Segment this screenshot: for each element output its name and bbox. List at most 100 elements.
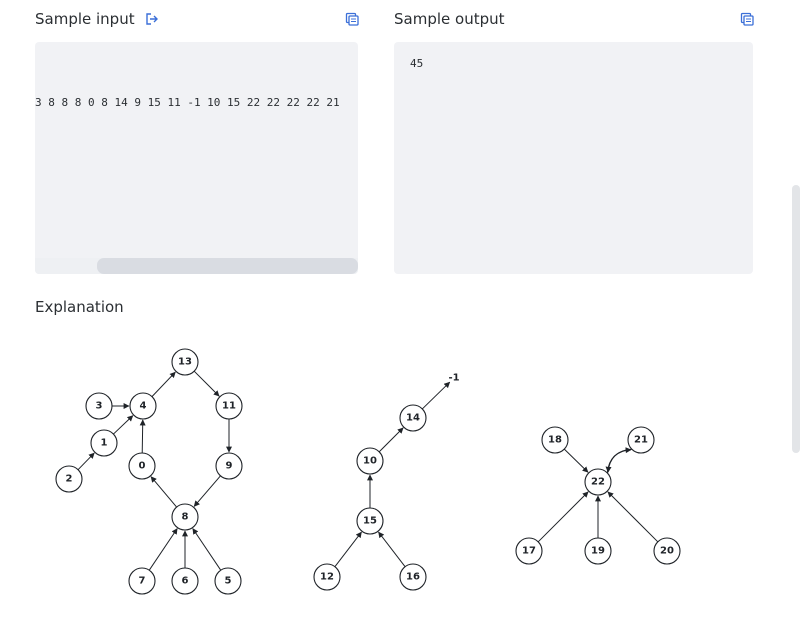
- sample-output-box[interactable]: 45: [394, 42, 753, 274]
- graph-node-17: 17: [515, 537, 543, 565]
- graph-node-label-17: 17: [522, 546, 536, 557]
- graph-node-circle-19: [584, 537, 612, 565]
- page-scrollbar[interactable]: [792, 185, 800, 453]
- graph-node-0: 0: [128, 452, 156, 480]
- graph-node-10: 10: [356, 447, 384, 475]
- graph-node-circle-5: [214, 567, 242, 595]
- graph-node-circle-7: [128, 567, 156, 595]
- edge-0-to-4: [139, 419, 146, 454]
- graph-node-circle-12: [313, 563, 341, 591]
- graph-node-label-16: 16: [406, 572, 420, 583]
- graph-node-circle-1: [90, 429, 118, 457]
- graph-node-circle-0: [128, 452, 156, 480]
- graph-node-circle-3: [85, 392, 113, 420]
- edge-2-to-1: [77, 452, 95, 471]
- graph-node-label-13: 13: [178, 357, 192, 368]
- scrollbar-thumb[interactable]: [97, 258, 358, 274]
- edge-7-to-8: [148, 528, 178, 571]
- edge-18-to-22: [563, 448, 589, 473]
- graph-node-circle-2: [55, 465, 83, 493]
- sample-output-title: Sample output: [394, 10, 505, 28]
- graph-node-8: 8: [171, 503, 199, 531]
- edge-5-to-8: [192, 528, 222, 571]
- sample-output-content: 45: [410, 57, 424, 70]
- graph-node-6: 6: [171, 567, 199, 595]
- explanation-title: Explanation: [35, 298, 124, 316]
- graph-node-13: 13: [171, 348, 199, 376]
- graph-node-circle-21: [627, 426, 655, 454]
- graph-node-2: 2: [55, 465, 83, 493]
- graph-node-4: 4: [129, 392, 157, 420]
- graph-node-label-3: 3: [96, 401, 103, 412]
- graph-node-circle-16: [399, 563, 427, 591]
- graph-node-19: 19: [584, 537, 612, 565]
- graph-node-label-21: 21: [634, 435, 648, 446]
- edge-4-to-13: [151, 371, 176, 397]
- horizontal-scrollbar[interactable]: [35, 258, 358, 274]
- graph-node-14: 14: [399, 404, 427, 432]
- graph-node-label-4: 4: [140, 401, 147, 412]
- edge-1-to-4: [113, 415, 134, 435]
- graph-node-label-15: 15: [363, 516, 377, 527]
- graph-node-21: 21: [627, 426, 655, 454]
- edge-21-to-22: [605, 448, 632, 473]
- edge-14-to--1: [421, 381, 451, 410]
- graph-node-18: 18: [541, 426, 569, 454]
- graph-node-circle-10: [356, 447, 384, 475]
- sample-input-title-text: Sample input: [35, 10, 135, 28]
- graph-node-circle-11: [215, 392, 243, 420]
- graph-node-label-10: 10: [363, 456, 377, 467]
- graph-node-label-8: 8: [182, 512, 189, 523]
- graph-node-label-9: 9: [226, 461, 233, 472]
- graph-label-minus-one: -1: [448, 373, 459, 384]
- copy-icon[interactable]: [345, 12, 359, 26]
- edge-20-to-22: [607, 491, 659, 543]
- edge-16-to-15: [378, 531, 406, 567]
- graph-node-circle-17: [515, 537, 543, 565]
- graph-node-circle-6: [171, 567, 199, 595]
- sample-input-box[interactable]: 3 8 8 8 0 8 14 9 15 11 -1 10 15 22 22 22…: [35, 42, 358, 274]
- graph-node-label-20: 20: [660, 546, 674, 557]
- graph-node-7: 7: [128, 567, 156, 595]
- graph-node-label-11: 11: [222, 401, 236, 412]
- edge-17-to-22: [537, 491, 589, 543]
- graph-node-3: 3: [85, 392, 113, 420]
- graph-node-circle-15: [356, 507, 384, 535]
- graph-node-16: 16: [399, 563, 427, 591]
- graph-node-9: 9: [215, 452, 243, 480]
- graph-node-label-0: 0: [139, 461, 146, 472]
- graph-node-label-7: 7: [139, 576, 146, 587]
- graph-node-circle-8: [171, 503, 199, 531]
- graph-node-circle-4: [129, 392, 157, 420]
- edge-12-to-15: [334, 531, 362, 567]
- graph-node-1: 1: [90, 429, 118, 457]
- graph-node-label-14: 14: [406, 413, 420, 424]
- sample-input-content: 3 8 8 8 0 8 14 9 15 11 -1 10 15 22 22 22…: [35, 96, 340, 109]
- graph-node-circle-9: [215, 452, 243, 480]
- graph-node-circle-13: [171, 348, 199, 376]
- graph-node-label-19: 19: [591, 546, 605, 557]
- open-external-icon[interactable]: [145, 12, 159, 26]
- sample-input-title: Sample input: [35, 10, 159, 30]
- graph-node-label-22: 22: [591, 477, 605, 488]
- graph-node-15: 15: [356, 507, 384, 535]
- graph-node-circle-14: [399, 404, 427, 432]
- graph-node-label-5: 5: [225, 576, 232, 587]
- graph-node-12: 12: [313, 563, 341, 591]
- graph-node-20: 20: [653, 537, 681, 565]
- graph-node-label-12: 12: [320, 572, 334, 583]
- edge-13-to-11: [193, 370, 220, 397]
- edge-10-to-14: [378, 427, 404, 453]
- graph-node-label-6: 6: [182, 576, 189, 587]
- graph-node-label-1: 1: [101, 438, 108, 449]
- copy-icon-output[interactable]: [740, 12, 754, 26]
- graph-node-circle-22: [584, 468, 612, 496]
- graph-node-label-18: 18: [548, 435, 562, 446]
- graph-node-11: 11: [215, 392, 243, 420]
- graph-node-5: 5: [214, 567, 242, 595]
- graph-node-circle-20: [653, 537, 681, 565]
- graph-node-label-2: 2: [66, 474, 73, 485]
- edge-8-to-0: [150, 476, 178, 508]
- graph-node-22: 22: [584, 468, 612, 496]
